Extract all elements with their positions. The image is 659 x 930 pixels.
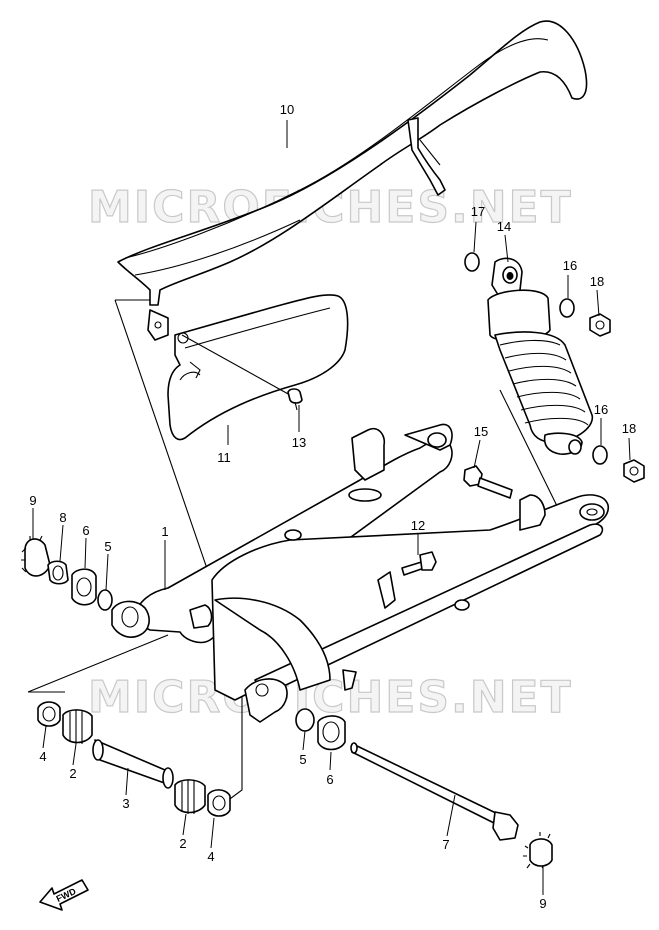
pivot-cap-left bbox=[21, 535, 51, 577]
left-bearing-bush bbox=[37, 701, 61, 727]
callout-4-right: 4 bbox=[207, 849, 214, 864]
shock-nut-upper bbox=[589, 313, 611, 337]
left-spacer bbox=[47, 560, 69, 585]
callout-5-left: 5 bbox=[104, 539, 111, 554]
callout-6-right: 6 bbox=[326, 772, 333, 787]
right-bearing-bush bbox=[207, 789, 231, 817]
left-needle-bearing bbox=[62, 709, 93, 744]
shock-washer-lower bbox=[592, 445, 608, 465]
callout-10: 10 bbox=[280, 102, 294, 117]
right-needle-bearing bbox=[174, 779, 206, 814]
callout-3: 3 bbox=[122, 796, 129, 811]
callout-18-lower: 18 bbox=[622, 421, 636, 436]
callout-9-upper: 9 bbox=[29, 493, 36, 508]
cover-screw bbox=[181, 334, 303, 411]
callout-12: 12 bbox=[411, 518, 425, 533]
callout-8: 8 bbox=[59, 510, 66, 525]
callout-2-right: 2 bbox=[179, 836, 186, 851]
left-thrust-washer bbox=[97, 589, 113, 611]
callout-2-left: 2 bbox=[69, 766, 76, 781]
callout-9-lower: 9 bbox=[539, 896, 546, 911]
shock-nut-lower bbox=[623, 459, 645, 483]
callout-11: 11 bbox=[217, 450, 231, 465]
callout-labels: 10 11 13 17 14 16 18 16 18 15 12 1 9 8 6… bbox=[29, 102, 636, 911]
pivot-cap-right bbox=[523, 832, 553, 869]
callout-7: 7 bbox=[442, 837, 449, 852]
callout-5-right: 5 bbox=[299, 752, 306, 767]
callout-1: 1 bbox=[161, 524, 168, 539]
callout-14: 14 bbox=[497, 219, 511, 234]
callout-6-left: 6 bbox=[82, 523, 89, 538]
swingarm-side-bolt bbox=[401, 551, 437, 576]
chain-case-cover bbox=[167, 294, 349, 441]
pivot-shaft bbox=[350, 742, 519, 841]
rear-shock-absorber bbox=[487, 257, 594, 455]
callout-18-upper: 18 bbox=[590, 274, 604, 289]
swingarm bbox=[111, 423, 610, 723]
callout-4-left: 4 bbox=[39, 749, 46, 764]
upper-washer bbox=[464, 252, 480, 272]
callout-16-upper: 16 bbox=[563, 258, 577, 273]
callout-15: 15 bbox=[474, 424, 488, 439]
chain-case bbox=[117, 20, 588, 341]
left-oil-seal bbox=[71, 568, 97, 606]
callout-17: 17 bbox=[471, 204, 485, 219]
pivot-spacer bbox=[92, 739, 174, 789]
callout-16-lower: 16 bbox=[594, 402, 608, 417]
shock-mount-bolt bbox=[463, 465, 513, 499]
right-thrust-washer bbox=[295, 708, 315, 732]
forward-direction-badge: FWD bbox=[39, 879, 89, 911]
leader-lines bbox=[32, 120, 631, 895]
right-oil-seal bbox=[317, 715, 346, 751]
callout-13: 13 bbox=[292, 435, 306, 450]
shock-washer-upper bbox=[559, 298, 575, 318]
